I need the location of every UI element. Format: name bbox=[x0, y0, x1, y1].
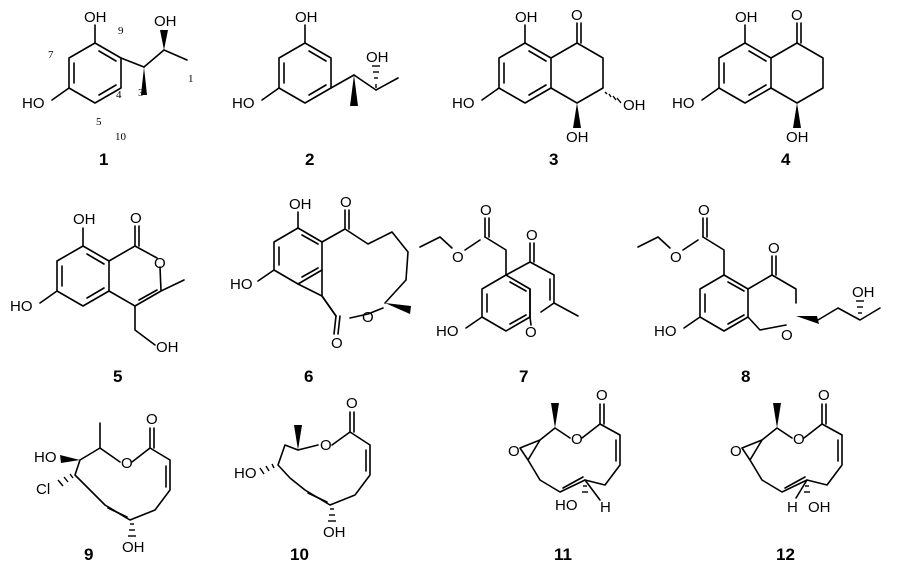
hydroxyl-label: OH bbox=[735, 9, 758, 26]
atom-number: 4 bbox=[116, 89, 122, 101]
hydroxyl-label: OH bbox=[156, 339, 179, 356]
hydroxyl-label: HO bbox=[10, 298, 33, 315]
ketone-oxygen: O bbox=[571, 7, 583, 24]
ring-oxygen: O bbox=[793, 431, 805, 448]
hydroxyl-label: OH bbox=[786, 129, 809, 146]
compound-10: O O HO OH 10 bbox=[234, 395, 371, 564]
epoxide-oxygen: O bbox=[730, 443, 742, 460]
epoxide-oxygen: O bbox=[508, 443, 520, 460]
ketone-oxygen: O bbox=[768, 240, 780, 257]
carbonyl-oxygen: O bbox=[146, 411, 158, 428]
ring-oxygen: O bbox=[154, 255, 166, 272]
ring-oxygen: O bbox=[571, 431, 583, 448]
ketone-oxygen: O bbox=[791, 7, 803, 24]
hydroxyl-label: OH bbox=[323, 524, 346, 541]
hydroxyl-label: HO bbox=[22, 95, 45, 112]
hydroxyl-label: HO bbox=[672, 95, 695, 112]
hydrogen-label: H bbox=[600, 499, 611, 516]
hydroxyl-label: OH bbox=[623, 97, 646, 114]
compound-5: OH O O HO OH 5 bbox=[10, 210, 185, 386]
carbonyl-oxygen: O bbox=[346, 395, 358, 412]
hydroxyl-label: OH bbox=[366, 49, 389, 66]
hydroxyl-label: HO bbox=[654, 323, 677, 340]
atom-number: 3 bbox=[138, 87, 144, 99]
hydroxyl-label: HO bbox=[436, 323, 459, 340]
ester-oxygen: O bbox=[452, 249, 464, 266]
compound-number: 6 bbox=[304, 367, 313, 386]
hydroxyl-label: HO bbox=[230, 276, 253, 293]
compound-number: 1 bbox=[99, 150, 108, 169]
ketone-oxygen: O bbox=[526, 227, 538, 244]
hydroxyl-label: OH bbox=[289, 196, 312, 213]
compound-11: O O O HO H 11 bbox=[508, 387, 621, 564]
hydroxyl-label: HO bbox=[234, 465, 257, 482]
hydroxyl-label: HO bbox=[34, 449, 57, 466]
hydroxyl-label: HO bbox=[452, 95, 475, 112]
hydroxyl-label: OH bbox=[84, 9, 107, 26]
hydroxyl-label: OH bbox=[122, 539, 145, 556]
compound-7: O O O HO O 7 bbox=[419, 202, 579, 386]
ketone-oxygen: O bbox=[340, 194, 352, 211]
hydroxyl-label: OH bbox=[295, 9, 318, 26]
compound-2: OH HO OH 2 bbox=[232, 9, 399, 169]
hydroxyl-label: OH bbox=[808, 499, 831, 516]
hydroxyl-label: HO bbox=[555, 497, 578, 514]
ring-oxygen: O bbox=[320, 437, 332, 454]
compound-number: 10 bbox=[290, 545, 309, 564]
hydroxyl-label: HO bbox=[232, 95, 255, 112]
compound-number: 2 bbox=[305, 150, 314, 169]
carbonyl-oxygen: O bbox=[480, 202, 492, 219]
carbonyl-oxygen: O bbox=[698, 202, 710, 219]
carbonyl-oxygen: O bbox=[130, 210, 142, 227]
compound-number: 3 bbox=[549, 150, 558, 169]
compound-1: OH HO OH 9 7 4 5 3 1 10 1 bbox=[22, 9, 194, 169]
ring-oxygen: O bbox=[121, 455, 133, 472]
compound-4: OH O HO OH 4 bbox=[672, 7, 824, 169]
hydroxyl-label: OH bbox=[852, 284, 875, 301]
atom-number: 1 bbox=[188, 73, 194, 85]
ester-oxygen: O bbox=[670, 249, 682, 266]
compound-number: 12 bbox=[776, 545, 795, 564]
atom-number: 10 bbox=[115, 131, 127, 143]
compound-9: HO O O Cl OH 9 bbox=[34, 411, 171, 564]
compound-8: O O O HO O OH 8 bbox=[637, 202, 881, 386]
compound-12: O O O H OH 12 bbox=[730, 387, 843, 564]
carbonyl-oxygen: O bbox=[818, 387, 830, 404]
compound-number: 5 bbox=[113, 367, 122, 386]
hydroxyl-label: OH bbox=[73, 211, 96, 228]
compound-number: 8 bbox=[741, 367, 750, 386]
ring-oxygen: O bbox=[525, 324, 537, 341]
hydroxyl-label: OH bbox=[566, 129, 589, 146]
compound-3: OH O HO OH OH 3 bbox=[452, 7, 646, 169]
chlorine-label: Cl bbox=[36, 481, 50, 498]
atom-number: 9 bbox=[118, 25, 124, 37]
atom-number: 5 bbox=[96, 116, 102, 128]
carbonyl-oxygen: O bbox=[331, 335, 343, 352]
atom-number: 7 bbox=[48, 49, 54, 61]
hydroxyl-label: OH bbox=[154, 13, 177, 30]
compound-6: OH O HO O O 6 bbox=[230, 194, 411, 386]
hydroxyl-label: OH bbox=[515, 9, 538, 26]
compound-number: 9 bbox=[84, 545, 93, 564]
compound-number: 4 bbox=[781, 150, 791, 169]
ring-oxygen: O bbox=[781, 327, 793, 344]
carbonyl-oxygen: O bbox=[596, 387, 608, 404]
hydrogen-label: H bbox=[787, 499, 798, 516]
compound-number: 7 bbox=[519, 367, 528, 386]
compound-number: 11 bbox=[554, 545, 572, 564]
ring-oxygen: O bbox=[362, 309, 374, 326]
